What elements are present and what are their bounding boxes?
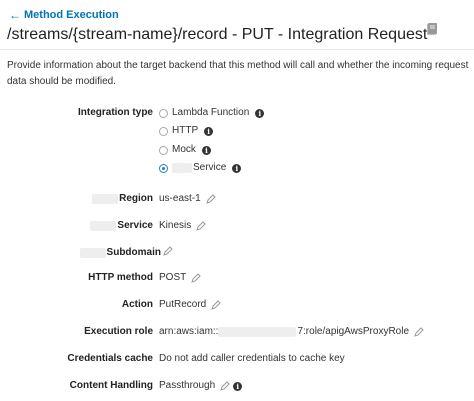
execution-role-row: Execution role arn:aws:iam:: 7:role/apig… xyxy=(0,325,474,339)
subdomain-label-text: Subdomain xyxy=(106,247,161,258)
content-handling-value: Passthrough i xyxy=(159,379,243,393)
subdomain-value xyxy=(158,246,173,256)
lambda-function-text: Lambda Function xyxy=(172,107,250,118)
mock-text: Mock xyxy=(172,144,196,155)
pencil-icon[interactable] xyxy=(414,327,424,337)
method-execution-back-link[interactable]: ← Method Execution xyxy=(9,9,119,21)
http-method-row: HTTP method POST xyxy=(0,271,474,285)
execution-role-prefix: arn:aws:iam:: xyxy=(159,326,219,337)
http-method-value-text: POST xyxy=(159,272,187,283)
book-icon[interactable] xyxy=(425,22,439,36)
content-handling-row: Content Handling Passthrough i xyxy=(0,379,474,393)
pencil-icon[interactable] xyxy=(205,194,216,204)
content-handling-label: Content Handling xyxy=(69,380,153,391)
pencil-icon[interactable] xyxy=(220,381,230,391)
action-label: Action xyxy=(121,299,153,310)
integration-type-option-http: HTTP i xyxy=(0,124,474,138)
info-icon[interactable]: i xyxy=(204,126,214,136)
region-value-text: us-east-1 xyxy=(159,193,201,204)
redacted-block xyxy=(218,327,297,337)
service-label-text: Service xyxy=(117,220,153,231)
pencil-icon[interactable] xyxy=(196,221,206,231)
execution-role-suffix: 7:role/apigAwsProxyRole xyxy=(297,326,410,337)
pencil-icon[interactable] xyxy=(211,300,221,310)
action-row: Action PutRecord xyxy=(0,298,474,312)
redacted-block xyxy=(79,248,106,258)
service-value: Kinesis xyxy=(159,219,206,233)
redacted-block xyxy=(90,221,117,231)
radio-service-label[interactable]: Service i xyxy=(172,161,242,175)
execution-role-value: arn:aws:iam:: 7:role/apigAwsProxyRole xyxy=(159,325,424,339)
region-label-text: Region xyxy=(119,193,153,204)
pencil-icon[interactable] xyxy=(163,246,173,256)
radio-mock-label[interactable]: Mock i xyxy=(172,143,211,157)
info-icon[interactable]: i xyxy=(232,163,242,173)
content-handling-value-text: Passthrough xyxy=(159,380,216,391)
page-description: Provide information about the target bac… xyxy=(7,60,469,87)
credentials-cache-row: Credentials cache Do not add caller cred… xyxy=(0,352,474,366)
region-value: us-east-1 xyxy=(159,192,216,206)
header-divider xyxy=(0,49,474,50)
radio-lambda-function[interactable] xyxy=(159,109,168,118)
service-text: Service xyxy=(193,162,227,173)
radio-http-label[interactable]: HTTP i xyxy=(172,124,214,138)
credentials-cache-label: Credentials cache xyxy=(67,353,153,364)
integration-type-row: Integration type Lambda Function i xyxy=(0,106,474,120)
arrow-left-icon: ← xyxy=(9,8,21,22)
http-method-value: POST xyxy=(159,271,201,285)
action-value-text: PutRecord xyxy=(159,299,207,310)
http-text: HTTP xyxy=(172,125,199,136)
radio-service[interactable] xyxy=(159,164,168,173)
service-value-text: Kinesis xyxy=(159,220,192,231)
service-row: Service Kinesis xyxy=(0,219,474,233)
page-title: /streams/{stream-name}/record - PUT - In… xyxy=(7,26,428,43)
action-value: PutRecord xyxy=(159,298,221,312)
integration-type-label: Integration type xyxy=(77,107,153,118)
integration-type-option-service: Service i xyxy=(0,161,474,175)
info-icon[interactable]: i xyxy=(201,145,211,155)
subdomain-row: Subdomain xyxy=(0,246,474,260)
integration-type-option-mock: Mock i xyxy=(0,143,474,157)
radio-mock[interactable] xyxy=(159,146,168,155)
radio-http[interactable] xyxy=(159,127,168,136)
pencil-icon[interactable] xyxy=(191,273,201,283)
info-icon[interactable]: i xyxy=(233,381,243,391)
redacted-block xyxy=(92,194,119,204)
region-label: Region xyxy=(92,192,153,206)
radio-lambda-function-label[interactable]: Lambda Function i xyxy=(172,106,265,120)
info-icon[interactable]: i xyxy=(255,108,265,118)
redacted-block xyxy=(172,163,192,173)
credentials-cache-value-text: Do not add caller credentials to cache k… xyxy=(159,353,345,364)
credentials-cache-value: Do not add caller credentials to cache k… xyxy=(159,352,345,366)
back-link-label: Method Execution xyxy=(24,9,119,21)
region-row: Region us-east-1 xyxy=(0,192,474,206)
http-method-label: HTTP method xyxy=(88,272,153,283)
execution-role-label: Execution role xyxy=(84,326,153,337)
subdomain-label: Subdomain xyxy=(79,246,161,260)
service-label: Service xyxy=(90,219,153,233)
